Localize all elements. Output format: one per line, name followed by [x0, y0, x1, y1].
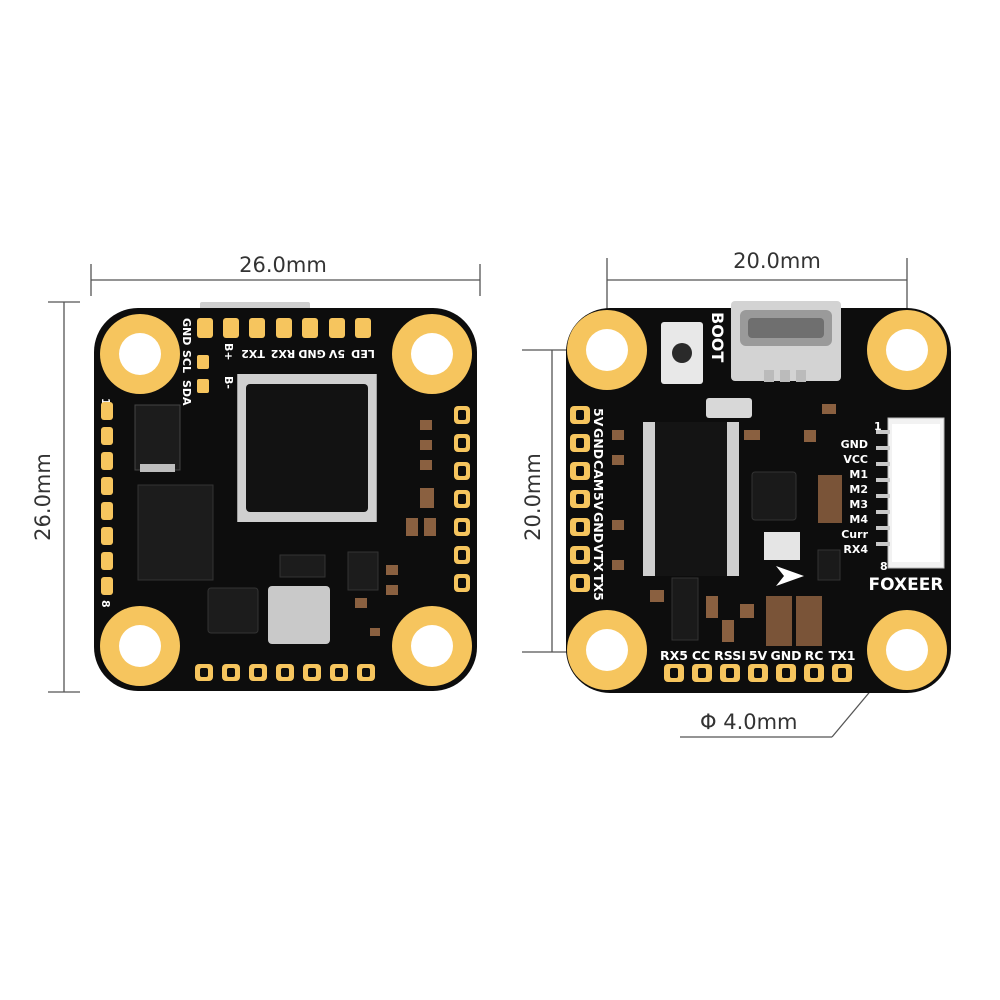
silk-scl: SCL — [180, 350, 193, 373]
flash-chip — [751, 471, 797, 521]
right-mount-hole — [867, 610, 947, 690]
silk-conn-rx4: RX4 — [843, 543, 868, 556]
silk-pin-1-right: 1 — [874, 420, 882, 433]
silk-tx5: TX5 — [591, 574, 606, 601]
silk-led: LED — [351, 347, 375, 360]
silk-conn-m1: M1 — [849, 468, 868, 481]
silk-bplus: B+ — [222, 343, 235, 361]
silk-conn-curr: Curr — [841, 528, 868, 541]
power-components — [134, 404, 379, 644]
silk-conn-gnd: GND — [841, 438, 868, 451]
right-mount-hole — [867, 310, 947, 390]
left-mount-hole — [100, 314, 180, 394]
brand-label: FOXEER — [869, 575, 944, 595]
silk-5v-c: 5V — [749, 648, 768, 663]
right-width-label: 20.0mm — [733, 249, 821, 273]
boot-button — [661, 322, 703, 384]
silk-5v: 5V — [328, 347, 345, 360]
hole-diameter-label: Φ 4.0mm — [700, 710, 798, 734]
silk-gnd-a: GND — [591, 428, 606, 459]
left-height-label: 26.0mm — [31, 453, 55, 541]
motor-connector — [876, 417, 945, 569]
boot-label: BOOT — [708, 312, 727, 362]
silk-gnd-top: GND — [180, 318, 193, 345]
silk-vtx: VTX — [591, 544, 606, 572]
silk-pin-8-left: 8 — [99, 600, 112, 608]
usb-port-right — [731, 301, 841, 382]
silk-5v-b: 5V — [591, 492, 606, 511]
silk-pin-8-right: 8 — [880, 560, 888, 573]
left-mount-hole — [392, 314, 472, 394]
right-board: BOOT 5V GND — [566, 301, 951, 693]
silk-conn-m3: M3 — [849, 498, 868, 511]
left-width-label: 26.0mm — [239, 253, 327, 277]
arrow-mark — [776, 566, 804, 586]
silk-conn-vcc: VCC — [843, 453, 868, 466]
silk-rc: RC — [805, 648, 824, 663]
left-board: GND B+ TX2 RX2 GND 5V LED SCL SDA B- 1 8 — [94, 302, 477, 691]
left-side-pads — [101, 402, 113, 595]
left-mount-hole — [100, 606, 180, 686]
silk-rssi: RSSI — [714, 648, 746, 663]
silk-sda: SDA — [180, 380, 193, 406]
right-mount-hole — [567, 610, 647, 690]
silk-rx2: RX2 — [271, 347, 296, 360]
silk-gnd-c: GND — [770, 648, 801, 663]
silk-gnd-pad: GND — [298, 347, 325, 360]
regulator — [671, 475, 842, 646]
mcu-chip — [234, 374, 380, 522]
silk-bminus: B- — [222, 376, 235, 389]
silk-conn-m4: M4 — [849, 513, 868, 526]
silk-pin-1-left: 1 — [99, 398, 112, 406]
silk-gnd-b: GND — [591, 512, 606, 543]
silk-5v-a: 5V — [591, 408, 606, 427]
left-top-pads — [197, 318, 371, 393]
right-passives — [612, 404, 836, 642]
silk-cam: CAM — [591, 460, 606, 491]
right-mount-hole — [567, 310, 647, 390]
silk-rx5: RX5 — [660, 648, 688, 663]
silk-conn-m2: M2 — [849, 483, 868, 496]
crystal — [706, 398, 752, 418]
passive-components — [355, 420, 436, 636]
silk-tx1: TX1 — [829, 648, 856, 663]
osd-chip — [643, 422, 739, 576]
left-mount-hole — [392, 606, 472, 686]
silk-tx2: TX2 — [241, 347, 265, 360]
silk-cc: CC — [692, 648, 710, 663]
right-height-label: 20.0mm — [521, 453, 545, 541]
